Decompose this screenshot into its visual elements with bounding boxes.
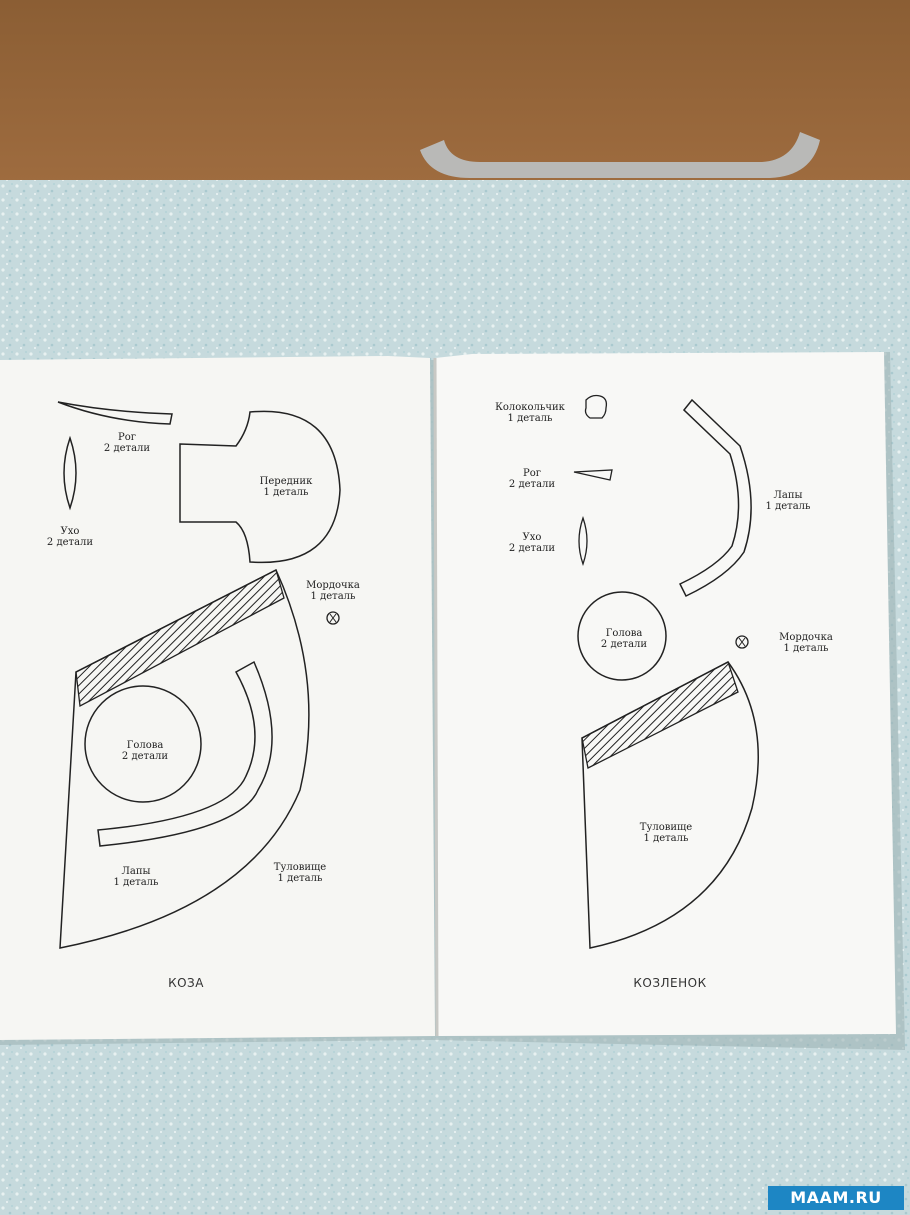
kid-muzzle-shape [735, 635, 749, 649]
goat-apron-count: 1 деталь [263, 487, 309, 498]
goat-head-shape [84, 685, 202, 803]
goat-paws-shape [97, 660, 273, 847]
goat-body-hatched-collar [75, 569, 285, 708]
kid-body-shape [581, 661, 759, 949]
page-spine [433, 357, 439, 1037]
kid-caption: КОЗЛЕНОК [633, 976, 707, 990]
kid-muzzle-mark [738, 637, 746, 647]
goat-horn-count: 2 детали [103, 443, 151, 454]
goat-ear-name: Ухо [60, 526, 80, 537]
goat-body-shape [59, 568, 310, 949]
kid-body-hatched-collar [581, 661, 739, 769]
maam-watermark: MAAM.RU [768, 1186, 904, 1210]
kid-ear-name: Ухо [522, 532, 542, 543]
kid-muzzle-label: Мордочка 1 деталь [779, 632, 833, 654]
kid-head-count: 2 детали [600, 639, 648, 650]
kid-muzzle-name: Мордочка [779, 632, 833, 643]
drawer-handle [420, 132, 820, 178]
kid-body-name: Туловище [639, 822, 693, 833]
goat-apron-name: Передник [259, 476, 313, 487]
goat-head-name: Голова [126, 740, 164, 751]
goat-head-count: 2 детали [121, 751, 169, 762]
goat-muzzle-mark [329, 613, 337, 623]
kid-muzzle-count: 1 деталь [783, 643, 829, 654]
goat-body-name: Туловище [273, 862, 327, 873]
kid-paws-label: Лапы 1 деталь [766, 490, 811, 512]
kid-body-count: 1 деталь [643, 833, 689, 844]
goat-body-label: Туловище 1 деталь [274, 862, 326, 884]
goat-horn-shape [57, 401, 173, 425]
goat-ear-label: Ухо 2 детали [47, 526, 93, 548]
kid-paws-name: Лапы [773, 490, 803, 501]
kid-head-label: Голова 2 детали [601, 628, 647, 650]
goat-apron-label: Передник 1 деталь [260, 476, 313, 498]
kid-paws-shape [678, 398, 752, 597]
kid-ear-count: 2 детали [508, 543, 556, 554]
goat-horn-name: Рог [117, 432, 136, 443]
kid-head-shape [577, 591, 667, 681]
kid-body-label: Туловище 1 деталь [640, 822, 692, 844]
kid-bell-label: Колокольчик 1 деталь [495, 402, 565, 424]
kid-bell-shape [584, 394, 608, 419]
goat-paws-count: 1 деталь [113, 877, 159, 888]
goat-muzzle-label: Мордочка 1 деталь [306, 580, 360, 602]
goat-muzzle-count: 1 деталь [310, 591, 356, 602]
kid-bell-name: Колокольчик [495, 402, 565, 413]
goat-apron-shape [179, 410, 341, 564]
kid-horn-count: 2 детали [508, 479, 556, 490]
left-page [0, 356, 435, 1040]
goat-caption: КОЗА [168, 976, 204, 990]
kid-bell-count: 1 деталь [507, 413, 553, 424]
goat-ear-count: 2 детали [46, 537, 94, 548]
kid-horn-name: Рог [522, 468, 541, 479]
goat-paws-label: Лапы 1 деталь [114, 866, 159, 888]
goat-ear-shape [63, 435, 77, 511]
kid-horn-shape [573, 469, 613, 481]
kid-ear-shape [578, 516, 588, 566]
goat-horn-label: Рог 2 детали [104, 432, 150, 454]
goat-head-label: Голова 2 детали [122, 740, 168, 762]
goat-body-count: 1 деталь [277, 873, 323, 884]
goat-muzzle-name: Мордочка [306, 580, 360, 591]
kid-paws-count: 1 деталь [765, 501, 811, 512]
kid-ear-label: Ухо 2 детали [509, 532, 555, 554]
goat-muzzle-shape [326, 611, 340, 625]
goat-paws-name: Лапы [121, 866, 151, 877]
kid-head-name: Голова [605, 628, 643, 639]
kid-horn-label: Рог 2 детали [509, 468, 555, 490]
